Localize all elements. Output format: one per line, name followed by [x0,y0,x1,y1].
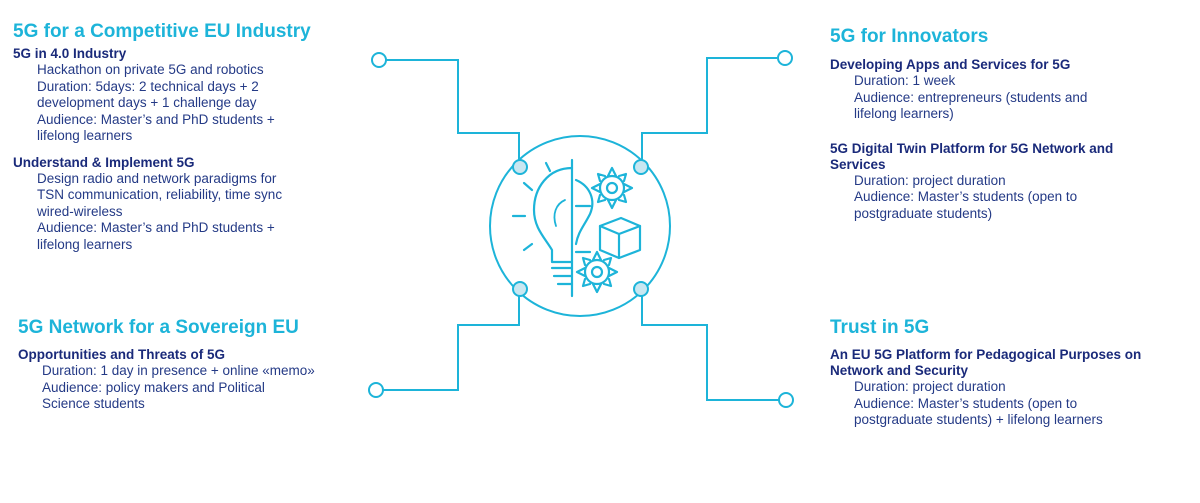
node-circle-bottom-left [512,281,528,297]
item-title: Understand & Implement 5G [13,154,195,170]
item-line: Design radio and network paradigms for [37,170,277,186]
item-line: lifelong learners [37,128,133,143]
node-circle-top-right [633,159,649,175]
item-line: Audience: Master’s and PhD students + [37,111,275,127]
quadrant-title: Trust in 5G [830,317,930,338]
item-eu-5g-platform: An EU 5G Platform for Pedagogical Purpos… [830,347,1175,429]
quadrant-trust-in-5g: Trust in 5G An EU 5G Platform for Pedago… [830,316,1175,439]
item-understand-implement-5g: Understand & Implement 5G Design radio a… [13,155,358,254]
item-line: Duration: project duration [854,379,1006,394]
item-title: An EU 5G Platform for Pedagogical Purpos… [830,347,1142,378]
item-digital-twin-platform: 5G Digital Twin Platform for 5G Network … [830,141,1170,223]
item-title: Developing Apps and Services for 5G [830,57,1071,72]
item-line: Hackathon on private 5G and robotics [37,62,264,77]
item-line: Science students [42,396,145,411]
node-bottom-left-end [368,382,384,398]
connector-top-right [641,57,777,168]
item-line: lifelong learners) [854,106,954,121]
quadrant-title: 5G for a Competitive EU Industry [13,21,311,42]
item-line: Duration: 1 day in presence + online «me… [42,363,315,378]
item-line: Audience: policy makers and Political [42,379,265,395]
item-line: postgraduate students) + lifelong learne… [854,412,1103,427]
quadrant-title: 5G for Innovators [830,26,989,47]
connector-bottom-left [383,288,520,391]
node-top-right-end [777,50,793,66]
item-line: wired-wireless [37,203,123,219]
item-opportunities-threats: Opportunities and Threats of 5G Duration… [18,347,363,413]
item-line: development days + 1 challenge day [37,95,257,110]
lightbulb-gear-cube-icon [511,158,642,298]
item-line: Audience: Master’s students (open to [854,395,1078,411]
center-circle [489,135,671,317]
connector-bottom-right [641,288,779,401]
item-line: Audience: entrepreneurs (students and [854,89,1088,105]
item-line: Duration: 5days: 2 technical days + 2 [37,78,259,94]
item-line: Duration: project duration [854,172,1006,188]
item-line: postgraduate students) [854,205,993,221]
item-line: Duration: 1 week [854,73,956,88]
quadrant-competitive-eu-industry: 5G for a Competitive EU Industry 5G in 4… [13,20,358,263]
item-line: lifelong learners [37,236,133,252]
node-circle-bottom-right [633,281,649,297]
item-developing-apps: Developing Apps and Services for 5G Dura… [830,57,1170,123]
quadrant-title: 5G Network for a Sovereign EU [18,317,299,338]
item-line: TSN communication, reliability, time syn… [37,187,283,202]
item-line: Audience: Master’s students (open to [854,189,1078,204]
quadrant-innovators: 5G for Innovators Developing Apps and Se… [830,25,1170,232]
item-5g-industry-4: 5G in 4.0 Industry Hackathon on private … [13,46,358,145]
node-top-left-end [371,52,387,68]
item-title: Opportunities and Threats of 5G [18,347,226,362]
item-title: 5G Digital Twin Platform for 5G Network … [830,140,1114,172]
item-line: Audience: Master’s and PhD students + [37,220,275,235]
quadrant-sovereign-eu: 5G Network for a Sovereign EU Opportunit… [18,316,363,423]
connector-top-left [386,59,520,168]
node-bottom-right-end [778,392,794,408]
item-title: 5G in 4.0 Industry [13,46,127,61]
node-circle-top-left [512,159,528,175]
